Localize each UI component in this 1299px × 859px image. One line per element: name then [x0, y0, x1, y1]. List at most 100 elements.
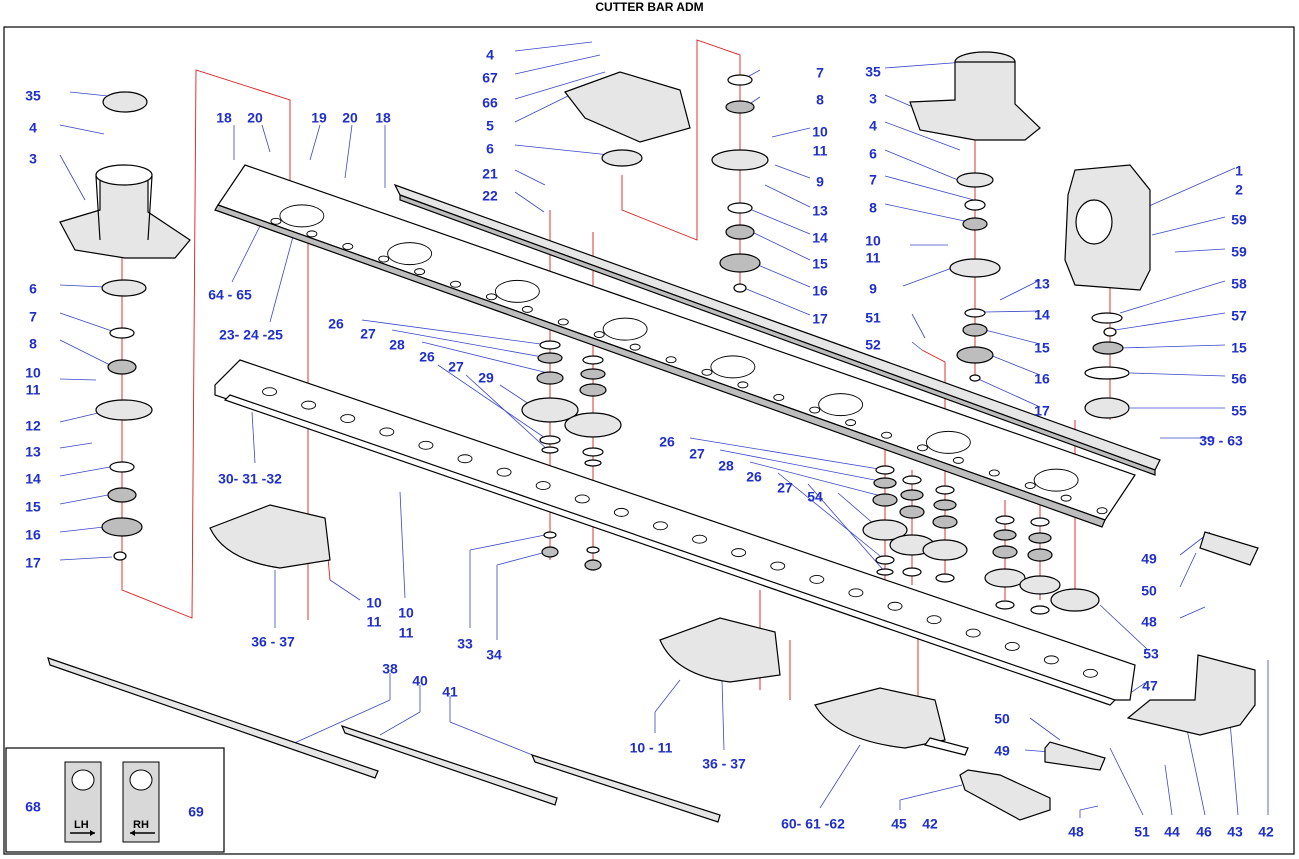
bar-hole: [965, 628, 981, 638]
bar-hole: [535, 481, 551, 491]
bar-hole: [1043, 655, 1059, 665]
long-bar-39-63: [393, 183, 1161, 476]
callout-c11c: 11: [866, 250, 881, 266]
callout-c10b: 10: [812, 124, 828, 140]
plate-bolt-hole: [450, 280, 461, 288]
knife-rh-label: RH: [133, 819, 149, 831]
bar-hole: [887, 601, 903, 611]
plate-bolt-hole: [629, 343, 641, 351]
plate-bolt-hole: [1024, 482, 1036, 489]
left-drum-assembly: [59, 91, 191, 561]
callout-c45: 45: [891, 816, 907, 832]
brackets: [959, 531, 1259, 821]
plate-bolt-hole: [737, 381, 749, 389]
callout-c27a: 27: [360, 326, 376, 342]
callout-c48b: 48: [1068, 824, 1084, 840]
callout-c33: 33: [457, 636, 473, 652]
callout-c1: 1: [1235, 163, 1243, 179]
callout-c49a: 49: [1141, 551, 1157, 567]
plate-bolt-hole: [809, 406, 821, 414]
diagram-border: [3, 26, 1295, 855]
callout-c51a: 51: [865, 310, 881, 326]
callout-c51b: 51: [1134, 824, 1150, 840]
callout-c67: 67: [482, 70, 498, 86]
callout-c11b: 11: [813, 143, 828, 159]
lower-cutter-bar: [214, 359, 1136, 706]
callout-c5: 5: [486, 118, 494, 134]
callout-c7b: 7: [816, 65, 824, 81]
callout-c14b: 14: [812, 230, 828, 246]
callout-c20a: 20: [247, 110, 263, 126]
callout-c22: 22: [482, 188, 498, 204]
callout-c303132: 30- 31 -32: [218, 471, 282, 487]
bar-hole: [653, 521, 668, 531]
callout-c16a: 16: [25, 527, 41, 543]
callout-c54: 54: [807, 489, 823, 505]
plate-hole: [710, 355, 756, 379]
callout-c59b: 59: [1231, 244, 1247, 260]
gearbox-assembly: [1064, 164, 1151, 419]
callout-c4a: 4: [29, 120, 37, 136]
callout-c38: 38: [382, 661, 398, 677]
callout-c20b: 20: [342, 110, 358, 126]
plate-bolt-hole: [773, 394, 785, 401]
callout-c13a: 13: [25, 444, 41, 460]
callout-c9a: 9: [816, 174, 824, 190]
center-drum-assembly: [564, 71, 769, 293]
plate-bolt-hole: [557, 318, 569, 326]
callout-c69: 69: [188, 804, 204, 820]
callout-c6465: 64 - 65: [208, 287, 252, 303]
plate-hole: [602, 317, 648, 341]
callout-c49b: 49: [994, 743, 1010, 759]
callout-c28a: 28: [389, 337, 405, 353]
callout-c7a: 7: [29, 309, 37, 325]
plate-bolt-hole: [1096, 507, 1108, 515]
callout-c3637b: 36 - 37: [702, 756, 746, 772]
callout-c18b: 18: [375, 110, 391, 126]
callout-c56: 56: [1231, 371, 1247, 387]
callout-c58: 58: [1231, 276, 1247, 292]
callout-c27b: 27: [448, 359, 464, 375]
callout-c3637a: 36 - 37: [251, 634, 295, 650]
callout-c42a: 42: [922, 816, 938, 832]
plate-bolt-hole: [665, 356, 677, 364]
callout-c17c: 17: [1034, 403, 1050, 419]
right-drum-assembly: [909, 51, 1041, 382]
callout-c27d: 27: [777, 480, 793, 496]
callout-c8c: 8: [869, 200, 877, 216]
callout-c47: 47: [1142, 678, 1158, 694]
callout-c50a: 50: [1141, 583, 1157, 599]
callout-c6b: 6: [486, 141, 494, 157]
callout-c42b: 42: [1258, 824, 1274, 840]
callout-c15d: 15: [1231, 340, 1247, 356]
callout-c7c: 7: [869, 172, 877, 188]
plate-bolt-hole: [378, 255, 390, 263]
callout-c232425: 23- 24 -25: [219, 327, 283, 343]
callout-c34: 34: [486, 647, 502, 663]
callout-c21: 21: [482, 166, 498, 182]
callout-c1011f: 10 - 11: [630, 740, 673, 756]
callout-c35a: 35: [25, 88, 41, 104]
bar-hole: [848, 588, 864, 598]
skids: [209, 504, 969, 756]
callout-c26d: 26: [746, 469, 762, 485]
bar-hole: [496, 467, 512, 477]
bar-hole: [692, 534, 707, 544]
callout-c27c: 27: [689, 446, 705, 462]
callout-c44: 44: [1164, 824, 1180, 840]
leader-lines: [45, 41, 1269, 818]
callout-c26a: 26: [328, 316, 344, 332]
callout-c59a: 59: [1231, 212, 1247, 228]
callout-c13c: 13: [1034, 276, 1050, 292]
plate-bolt-hole: [881, 431, 892, 439]
plate-bolt-hole: [952, 456, 964, 464]
plate-bolt-hole: [521, 305, 533, 313]
callout-c19: 19: [311, 110, 327, 126]
callout-c11e: 11: [399, 625, 414, 641]
callout-c6c: 6: [869, 146, 877, 162]
bar-hole: [926, 615, 942, 625]
plate-hole: [387, 242, 433, 266]
callout-c50b: 50: [994, 711, 1010, 727]
bar-hole: [301, 400, 317, 410]
